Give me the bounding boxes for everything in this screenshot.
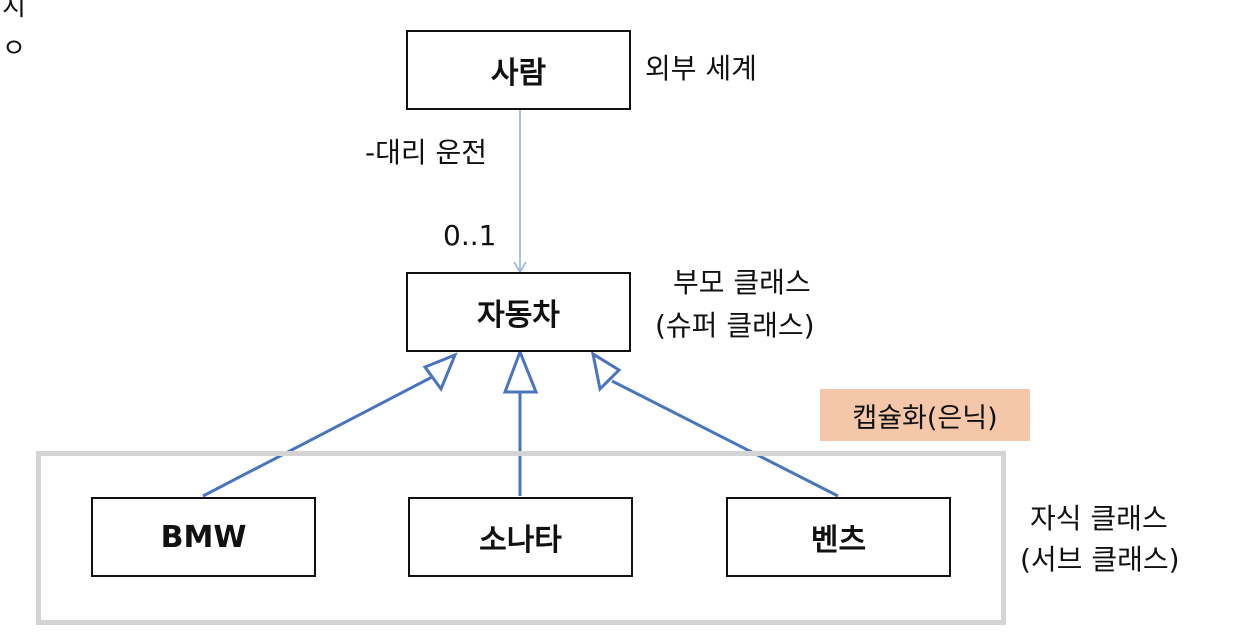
association-role-label: -대리 운전 [365, 136, 488, 169]
inheritance-arrowhead-bmw [422, 352, 458, 393]
bmw-class-box[interactable]: BMW [91, 497, 316, 577]
sonata-class-label: 소나타 [479, 523, 562, 558]
car-class-box[interactable]: 자동차 [406, 272, 631, 352]
inheritance-arrowhead-benz [590, 350, 622, 393]
inheritance-line-benz [611, 379, 839, 498]
sonata-class-box[interactable]: 소나타 [408, 497, 633, 577]
benz-class-box[interactable]: 벤츠 [726, 497, 951, 577]
outside-world-label: 외부 세계 [645, 52, 757, 85]
encapsulation-label: 캡슐화(은닉) [852, 402, 998, 434]
person-class-box[interactable]: 사람 [406, 30, 631, 110]
benz-class-label: 벤츠 [810, 523, 867, 558]
super-class-label: (슈퍼 클래스) [655, 309, 815, 342]
bmw-class-label: BMW [160, 519, 247, 555]
person-class-label: 사람 [490, 56, 547, 91]
inheritance-arrowhead-sonata [502, 347, 539, 394]
corner-fragment-top: 지 [2, 0, 26, 22]
sub-class-label: (서브 클래스) [1020, 543, 1180, 576]
subclass-group-frame [36, 451, 1006, 625]
parent-class-label: 부모 클래스 [673, 266, 811, 299]
inheritance-line-bmw [202, 374, 435, 498]
multiplicity-label: 0..1 [443, 219, 497, 252]
child-class-label: 자식 클래스 [1030, 502, 1168, 535]
encapsulation-badge: 캡슐화(은닉) [820, 389, 1030, 441]
corner-fragment-second: ㅇ [2, 34, 26, 64]
car-class-label: 자동차 [477, 298, 560, 333]
